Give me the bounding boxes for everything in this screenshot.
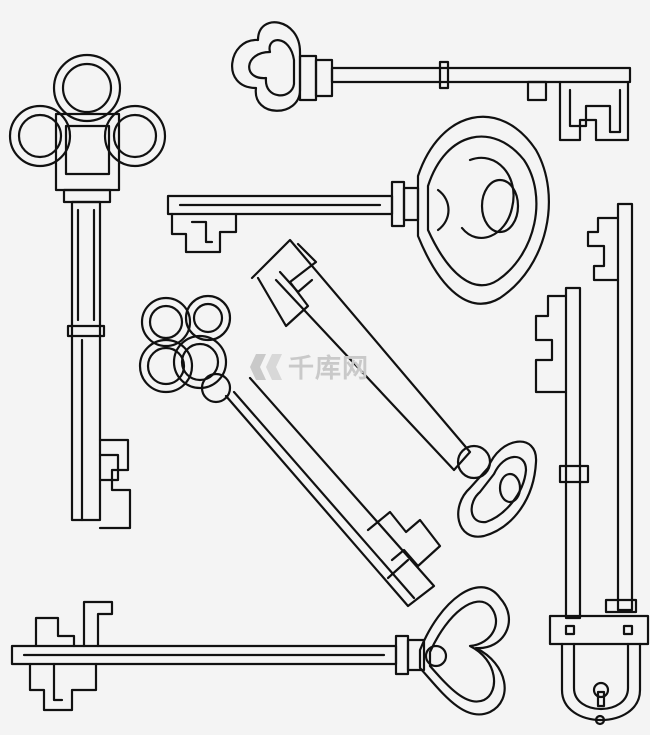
- vintage-key-icon: [250, 238, 538, 538]
- vintage-key-icon: [8, 53, 167, 530]
- vintage-key-icon: [586, 202, 638, 614]
- vintage-key-icon: [166, 115, 550, 305]
- watermark-text: 千库网: [288, 353, 370, 383]
- vintage-key-icon: [10, 586, 511, 716]
- qianku-logo-icon: [250, 353, 282, 380]
- vintage-key-icon: [138, 294, 442, 608]
- vintage-key-icon: [534, 286, 650, 726]
- vintage-key-icon: [231, 21, 632, 142]
- watermark: 千库网: [250, 348, 369, 385]
